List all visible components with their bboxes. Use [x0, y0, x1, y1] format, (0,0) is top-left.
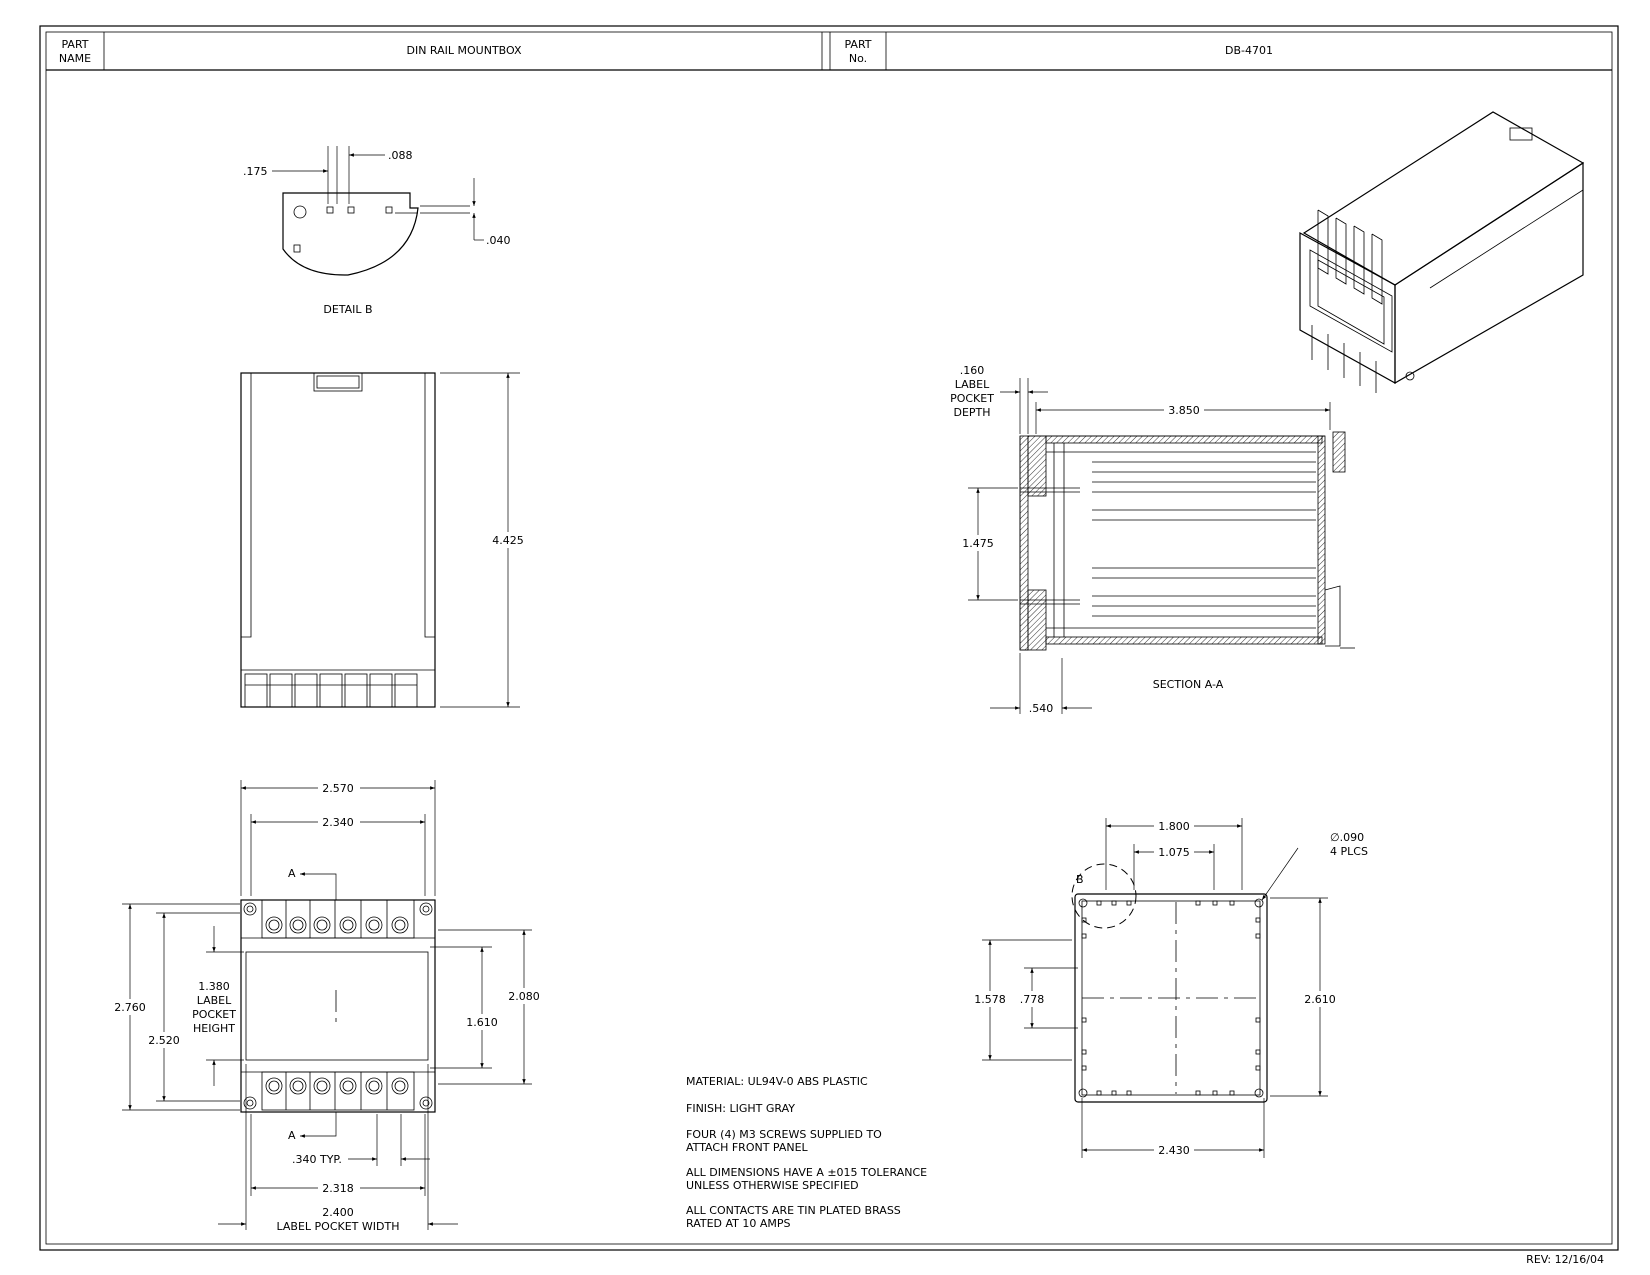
pocket-depth-line-2: LABEL — [955, 378, 990, 391]
pocket-height-line-1: 1.380 — [198, 980, 230, 993]
part-no-label-1: PART — [844, 38, 871, 51]
pocket-depth-line-1: .160 — [960, 364, 985, 377]
title-block: PART NAME DIN RAIL MOUNTBOX PART No. DB-… — [46, 32, 1612, 71]
detail-b-view: .175 .088 .040 DETAIL B — [243, 146, 511, 316]
detail-b-dim-040: .040 — [486, 234, 511, 247]
bottom-dim-1075: 1.075 — [1158, 846, 1190, 859]
section-dim-1475: 1.475 — [962, 537, 994, 550]
detail-b-dim-088: .088 — [388, 149, 413, 162]
front-dim-1610: 1.610 — [466, 1016, 498, 1029]
section-title: SECTION A-A — [1153, 678, 1224, 691]
note-screws-1: FOUR (4) M3 SCREWS SUPPLIED TO — [686, 1128, 882, 1141]
front-dim-2760: 2.760 — [114, 1001, 146, 1014]
part-no-value: DB-4701 — [1225, 44, 1273, 57]
pocket-depth-line-3: POCKET — [950, 392, 994, 405]
detail-b-title: DETAIL B — [323, 303, 372, 316]
note-tolerance-1: ALL DIMENSIONS HAVE A ±015 TOLERANCE — [686, 1166, 927, 1179]
note-tolerance-2: UNLESS OTHERWISE SPECIFIED — [686, 1179, 859, 1192]
front-dim-2080: 2.080 — [508, 990, 540, 1003]
bottom-dim-778: .778 — [1020, 993, 1045, 1006]
section-fins — [1046, 443, 1316, 637]
bottom-dim-2430: 2.430 — [1158, 1144, 1190, 1157]
section-dim-length: 3.850 — [1168, 404, 1200, 417]
revision-date: REV: 12/16/04 — [1526, 1253, 1604, 1266]
pocket-height-line-4: HEIGHT — [193, 1022, 235, 1035]
section-dim-540: .540 — [1029, 702, 1054, 715]
note-contacts-1: ALL CONTACTS ARE TIN PLATED BRASS — [686, 1204, 901, 1217]
isometric-view — [1299, 111, 1585, 393]
front-dim-2400: 2.400 — [322, 1206, 354, 1219]
front-view-mount-holes — [243, 902, 433, 1110]
note-contacts-2: RATED AT 10 AMPS — [686, 1217, 791, 1230]
detail-mark-b: B — [1076, 873, 1084, 886]
bottom-view: B 1.800 1.075 ∅.090 4 PLCS 1.578 .778 — [972, 818, 1368, 1158]
bottom-dim-2610: 2.610 — [1304, 993, 1336, 1006]
part-no-label-2: No. — [849, 52, 867, 65]
note-material: MATERIAL: UL94V-0 ABS PLASTIC — [686, 1075, 868, 1088]
front-dim-2520: 2.520 — [148, 1034, 180, 1047]
drawing-border — [39, 25, 1619, 1251]
isometric-terminals — [1311, 209, 1383, 393]
pocket-height-line-2: LABEL — [197, 994, 232, 1007]
note-finish: FINISH: LIGHT GRAY — [686, 1102, 795, 1115]
bottom-dim-1578: 1.578 — [974, 993, 1006, 1006]
bottom-view-holes — [1078, 898, 1264, 1098]
front-dim-2340: 2.340 — [322, 816, 354, 829]
note-screws-2: ATTACH FRONT PANEL — [686, 1141, 809, 1154]
front-dim-2570: 2.570 — [322, 782, 354, 795]
front-view: A A 2.570 2.340 2.760 2.520 1.380 LABEL … — [112, 780, 542, 1233]
hole-diameter: ∅.090 — [1330, 831, 1364, 844]
pocket-height-line-3: POCKET — [192, 1008, 236, 1021]
side-view: 4.425 — [240, 372, 526, 708]
notes-block: MATERIAL: UL94V-0 ABS PLASTIC FINISH: LI… — [686, 1075, 927, 1230]
front-dim-2318: 2.318 — [322, 1182, 354, 1195]
hole-count: 4 PLCS — [1330, 845, 1368, 858]
side-view-terminals — [244, 673, 418, 708]
part-name-value: DIN RAIL MOUNTBOX — [406, 44, 521, 57]
bottom-dim-1800: 1.800 — [1158, 820, 1190, 833]
front-view-top-terminals — [261, 899, 415, 939]
pocket-width-label: LABEL POCKET WIDTH — [277, 1220, 400, 1233]
section-mark-bottom: A — [288, 1129, 296, 1142]
part-name-label-1: PART — [61, 38, 88, 51]
front-view-bottom-terminals — [261, 1071, 415, 1111]
front-dim-340: .340 TYP. — [292, 1153, 342, 1166]
detail-b-dim-175: .175 — [243, 165, 268, 178]
bottom-view-slots — [1081, 900, 1261, 1096]
section-mark-top: A — [288, 867, 296, 880]
part-name-label-2: NAME — [59, 52, 91, 65]
section-a-a-view: .160 LABEL POCKET DEPTH 3.850 1.475 .540… — [950, 364, 1355, 715]
side-view-dim-height: 4.425 — [492, 534, 524, 547]
pocket-depth-line-4: DEPTH — [953, 406, 990, 419]
